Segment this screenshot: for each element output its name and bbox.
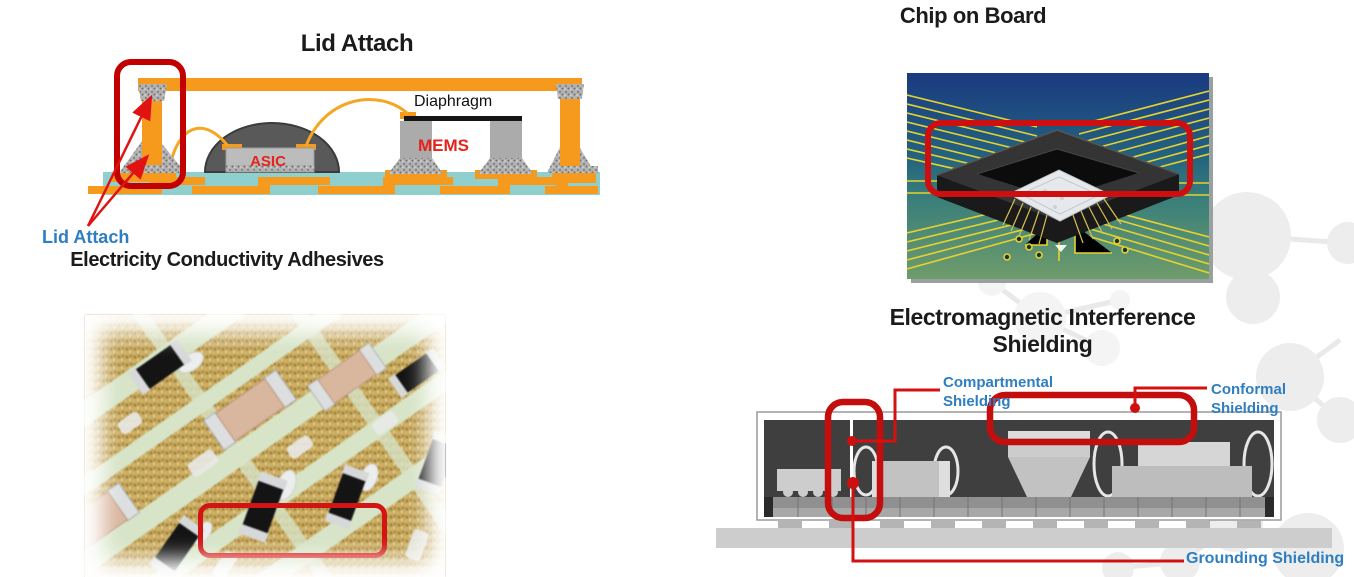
conformal-highlight-box	[986, 391, 1198, 446]
diaphragm-label: Diaphragm	[414, 93, 493, 110]
gold-wires	[1002, 198, 1122, 245]
lid-attach-arrows	[86, 94, 153, 227]
asic-dome	[203, 122, 341, 173]
emi-title-line1: Electromagnetic Interference	[889, 304, 1196, 330]
solder-pads	[117, 411, 429, 577]
emi-annotations	[824, 386, 1207, 563]
bond-wires	[170, 98, 410, 159]
lid-attach-diagram	[86, 59, 600, 227]
grounding-shielding-label: Grounding Shielding	[1186, 550, 1345, 567]
dam-highlight-box	[925, 120, 1193, 197]
eca-title: Electricity Conductivity Adhesives	[70, 249, 384, 271]
conformal-shielding-label: Conformal Shielding	[1211, 381, 1286, 417]
lid-attach-callout: Lid Attach	[42, 227, 130, 247]
compartmental-shielding-label: Compartmental Shielding	[943, 374, 1054, 410]
conductive-adhesive-photo	[0, 158, 581, 577]
lid-attach-highlight-box	[114, 59, 186, 189]
package-substrate-emi	[764, 497, 1274, 517]
solder-lands	[778, 521, 1261, 528]
adhesive-highlight-box	[198, 503, 387, 558]
annotation-dots	[847, 403, 1140, 489]
epoxy-dam-ring	[936, 129, 1180, 243]
cob-art	[906, 90, 1210, 274]
chip-on-board-title: Chip on Board	[899, 3, 1047, 28]
mems-structure	[388, 112, 533, 174]
solder-joints	[119, 84, 598, 173]
shielded-package	[756, 411, 1282, 528]
compartment-wall	[850, 420, 853, 497]
annotation-connectors	[851, 386, 1207, 563]
via-dots	[1003, 235, 1129, 261]
lid-and-posts	[119, 78, 598, 173]
lid-attach-title: Lid Attach	[300, 30, 414, 57]
pcb-photo-art	[0, 158, 581, 577]
chip-on-board-image	[906, 73, 1210, 279]
emi-title-line2: Shielding	[992, 331, 1093, 357]
asic-label: ASIC	[250, 153, 286, 170]
emi-shielding-diagram	[716, 386, 1332, 563]
motherboard	[716, 528, 1332, 548]
mems-label: MEMS	[418, 136, 469, 155]
emi-title: Electromagnetic Interference Shielding	[875, 304, 1210, 358]
